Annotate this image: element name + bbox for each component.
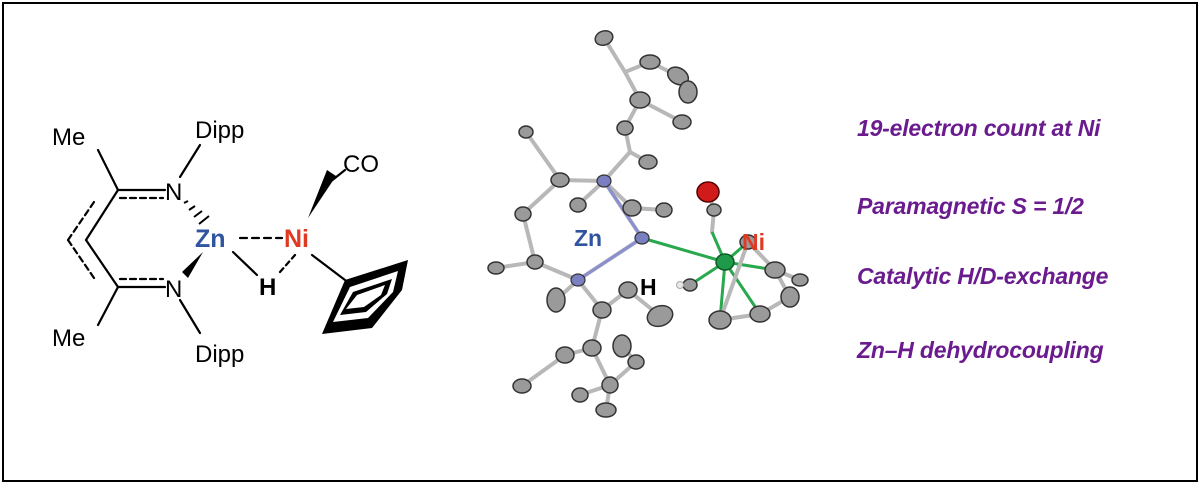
ni-cp-bond [310,253,347,282]
backbone-upper [84,188,120,242]
backbone-upper-dashed [66,200,96,242]
me-bottom-bond [96,285,120,327]
property-electron-count: 19-electron count at Ni [857,115,1101,141]
dipp-top-label: Dipp [195,117,244,144]
oxygen-atom [696,181,720,203]
cyclopentadienyl-ring [322,260,408,334]
property-hd-exchange: Catalytic H/D-exchange [857,263,1109,289]
h-ni-interaction [278,253,297,274]
backbone-lower-dashed [66,238,96,280]
zn-label: Zn [195,225,226,253]
ni-label: Ni [284,225,309,253]
n-dipp-top-bond [178,143,202,179]
solid-wedge-bottom [182,252,203,278]
crystal-zn-label: Zn [574,225,602,251]
zn-atom [634,231,650,245]
solid-wedge-co [308,170,336,218]
co-label: CO [343,151,379,178]
property-dehydrocoupling: Zn–H dehydrocoupling [857,337,1104,363]
ni-atom [715,253,735,271]
crystal-h-label: H [640,274,657,300]
h-label: H [259,274,276,301]
me-top-label: Me [52,124,85,151]
property-paramagnetic: Paramagnetic S = 1/2 [857,193,1084,219]
me-bottom-label: Me [52,325,85,352]
me-top-bond [96,148,120,192]
backbone-lower [84,238,120,289]
zn-h-bond [231,250,259,277]
crystal-ni-label: Ni [742,229,765,255]
n-dipp-bottom-bond [178,298,202,335]
carbon-ellipsoids [487,29,809,418]
hashed-wedge-top [183,200,210,225]
hydride-atom [676,281,684,289]
nitrogen-ellipsoids [570,174,612,287]
dipp-bottom-label: Dipp [195,341,244,368]
n-bottom-label: N [165,276,182,303]
n-top-label: N [165,179,182,206]
